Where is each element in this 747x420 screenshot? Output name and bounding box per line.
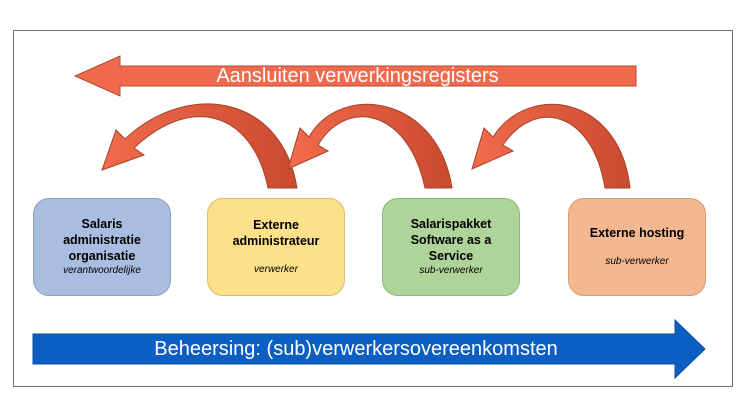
- box-title: Externe administrateur: [232, 218, 320, 248]
- curved-arrow-pakket-to-admin: [287, 103, 453, 189]
- box-externe-administrateur: Externe administrateur verwerker: [207, 198, 345, 296]
- box-title: Salarispakket Software as a Service: [410, 217, 492, 263]
- top-banner-arrow: [73, 55, 637, 97]
- box-salarispakket: Salarispakket Software as a Service sub-…: [382, 198, 520, 296]
- curved-arrow-admin-to-salaris: [101, 103, 298, 189]
- box-title: Salaris administratie organisatie: [63, 217, 141, 263]
- box-role: verwerker: [254, 264, 298, 275]
- top-banner-label: Aansluiten verwerkingsregisters: [216, 65, 499, 87]
- bottom-banner-label: Beheersing: (sub)verwerkersovereenkomste…: [154, 338, 558, 360]
- box-role: sub-verwerker: [419, 265, 483, 276]
- bottom-banner-arrow: [32, 318, 706, 380]
- box-role: sub-verwerker: [605, 256, 669, 267]
- box-externe-hosting: Externe hosting sub-verwerker: [568, 198, 706, 296]
- box-role: verantwoordelijke: [63, 265, 141, 276]
- box-title: Externe hosting: [589, 226, 685, 240]
- curved-arrow-hosting-to-pakket: [471, 103, 631, 189]
- box-salaris-administratie: Salaris administratie organisatie verant…: [33, 198, 171, 296]
